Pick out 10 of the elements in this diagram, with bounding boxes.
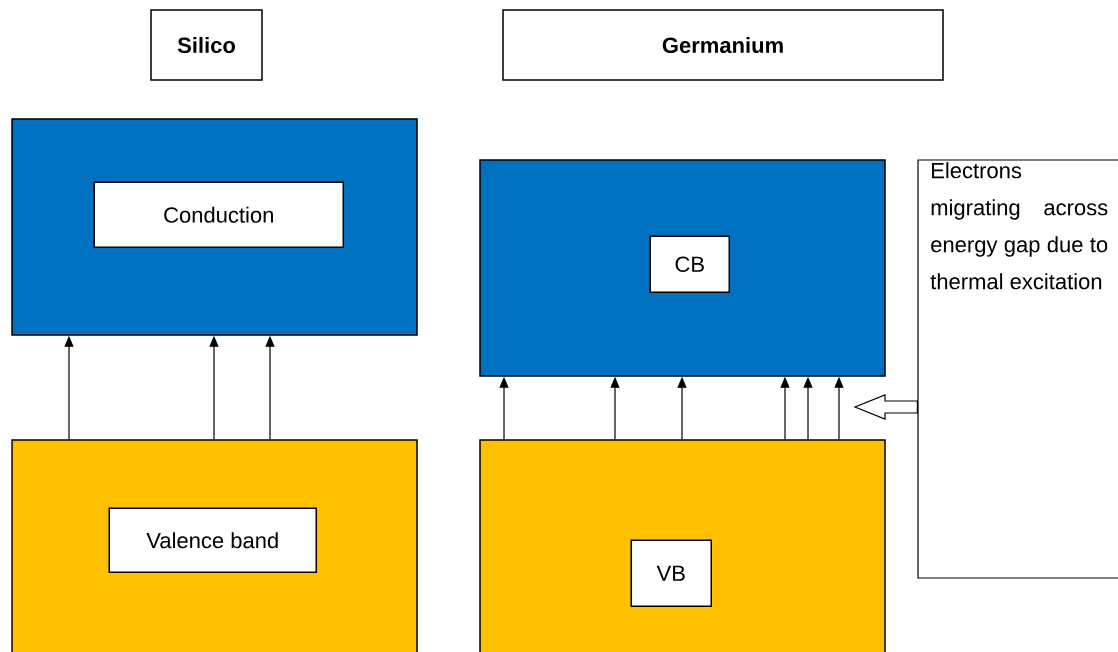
label-box: Conduction	[93, 181, 344, 248]
title-box: Germanium	[502, 9, 944, 81]
title-box: Silico	[150, 9, 263, 81]
conduction-band	[479, 159, 886, 377]
label-box: Valence band	[108, 507, 317, 573]
valence-band	[479, 439, 886, 652]
label-box: VB	[630, 539, 712, 607]
block-arrow	[853, 394, 918, 420]
callout-box: Electrons migrating across energy gap due to thermal excitation	[917, 159, 1118, 579]
label-box: CB	[649, 235, 730, 293]
